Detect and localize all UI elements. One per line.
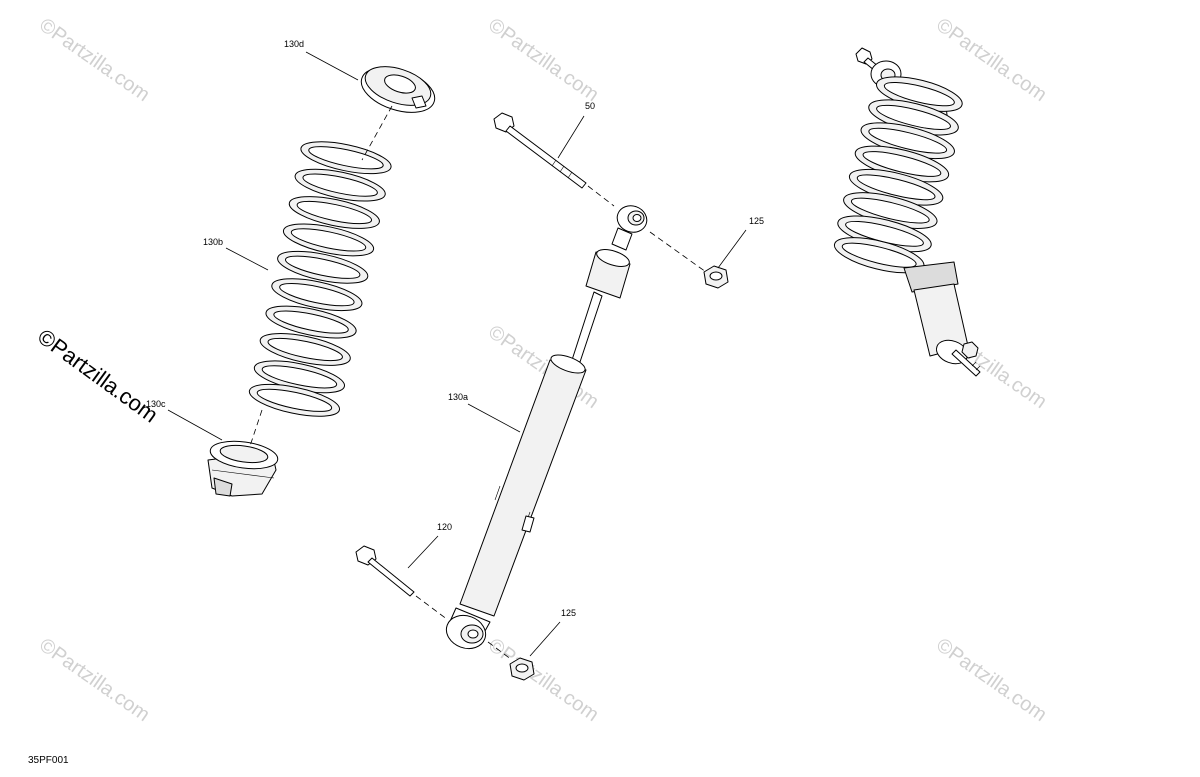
callout-130b: 130b (203, 237, 223, 247)
watermark: ©Partzilla.com (932, 634, 1050, 726)
part-125-top-nut (703, 265, 729, 289)
part-130c-spring-seat (207, 440, 279, 497)
part-130b-coil-spring (248, 141, 392, 417)
bolt-50-axis (587, 185, 615, 207)
watermark: ©Partzilla.com (484, 14, 602, 106)
callout-125-top: 125 (749, 216, 764, 226)
watermark-main: ©Partzilla.com (33, 324, 163, 428)
watermark: ©Partzilla.com (35, 14, 153, 106)
callout-125-bottom: 125 (561, 608, 576, 618)
callout-labels: 130d 130b 130c 50 125 130a 120 125 (146, 39, 764, 618)
callout-120: 120 (437, 522, 452, 532)
assembled-shock-absorber (833, 47, 981, 377)
figure-id: 35PF001 (28, 755, 69, 766)
leader-lines (167, 51, 747, 657)
part-120-lower-bolt (355, 545, 415, 597)
bolt-50-axis-to-nut (649, 231, 707, 273)
part-125-bottom-nut (509, 657, 535, 681)
callout-130a: 130a (448, 392, 468, 402)
bolt-120-axis-to-nut (487, 641, 513, 661)
callout-50: 50 (585, 101, 595, 111)
part-130a-shock-absorber (445, 205, 648, 650)
watermark: ©Partzilla.com (484, 634, 602, 726)
assembly-centerline-spring (361, 105, 393, 161)
watermark: ©Partzilla.com (35, 634, 153, 726)
bolt-120-axis (415, 595, 449, 621)
part-50-upper-bolt (493, 112, 587, 189)
callout-130d: 130d (284, 39, 304, 49)
part-130d-spring-retainer (360, 66, 436, 113)
assembly-centerline-spring-lower (249, 409, 263, 447)
callout-130c: 130c (146, 399, 166, 409)
